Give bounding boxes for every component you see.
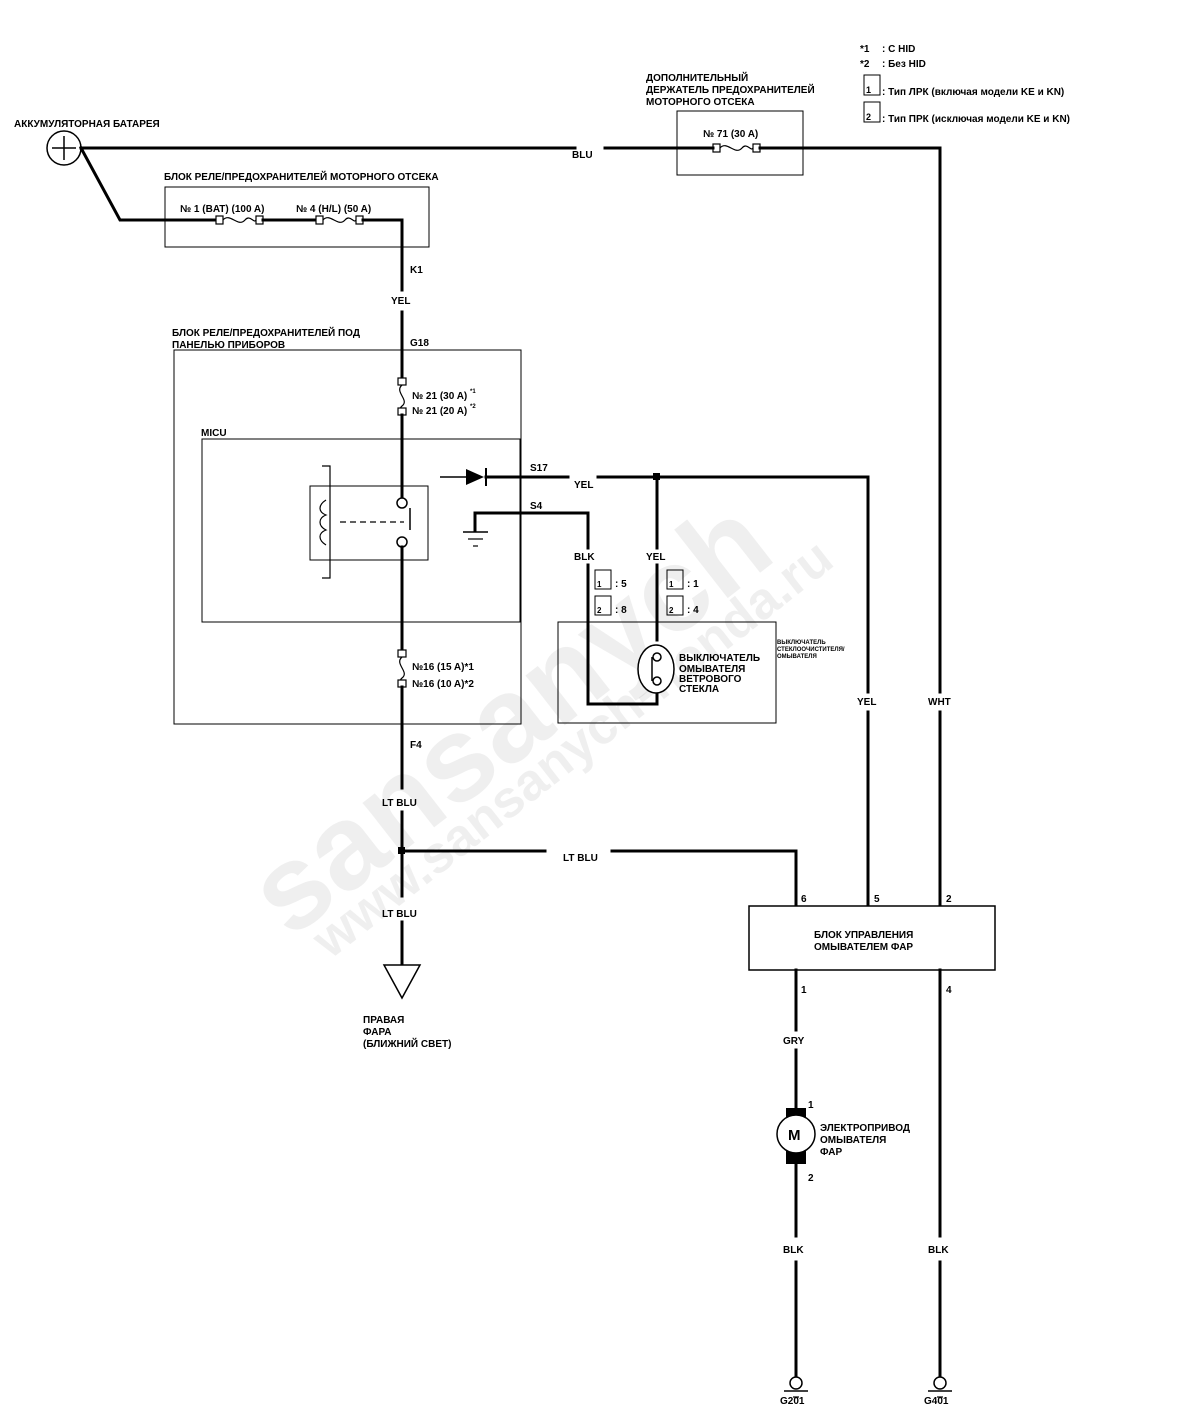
ground-g201-icon (784, 1376, 808, 1398)
switch-label-3: ВЕТРОВОГО (679, 674, 742, 685)
aux-holder-label-2: ДЕРЖАТЕЛЬ ПРЕДОХРАНИТЕЛЕЙ (646, 83, 815, 96)
control-unit-pin2: 2 (946, 894, 952, 905)
dash-fuse-box: БЛОК РЕЛЕ/ПРЕДОХРАНИТЕЛЕЙ ПОД ПАНЕЛЬЮ ПР… (172, 326, 522, 725)
connector-f4: F4 (410, 740, 422, 751)
headlight: ПРАВАЯ ФАРА (БЛИЖНИЙ СВЕТ) (363, 964, 451, 1050)
dash-box-label-2: ПАНЕЛЬЮ ПРИБОРОВ (172, 340, 285, 351)
legend-type1-num: 1 (866, 85, 871, 95)
micu-box (201, 438, 521, 623)
connector-g18: G18 (410, 338, 429, 349)
fuse-16-symbol (397, 649, 407, 688)
underhood-fuse-box: БЛОК РЕЛЕ/ПРЕДОХРАНИТЕЛЕЙ МОТОРНОГО ОТСЕ… (164, 170, 439, 248)
s4-label: S4 (530, 501, 543, 512)
s17-label: S17 (530, 463, 548, 474)
battery-label: АККУМУЛЯТОРНАЯ БАТАРЕЯ (14, 119, 160, 130)
watermark-main: sansanych (224, 473, 795, 961)
legend-note2-mark: *2 (860, 59, 870, 70)
legend-type1-text: : Тип ЛРК (включая модели KE и KN) (882, 87, 1064, 98)
yel-pin1: : 1 (687, 579, 699, 590)
wire-blu: BLU (572, 150, 593, 161)
legend-note1-mark: *1 (860, 44, 870, 55)
diode-icon (440, 468, 487, 486)
fuse-4-symbol (315, 215, 364, 225)
blk-pin2: : 8 (615, 605, 627, 616)
switch-small-1: ВЫКЛЮЧАТЕЛЬ (777, 640, 826, 646)
wire-blk-switch: BLK (574, 552, 595, 563)
switch-label-2: ОМЫВАТЕЛЯ (679, 664, 745, 675)
ground-g401-label: G401 (924, 1396, 949, 1406)
fuse-4-label: № 4 (H/L) (50 A) (296, 204, 371, 215)
yel-pin2: : 4 (687, 605, 699, 616)
headlight-label-2: ФАРА (363, 1027, 392, 1038)
legend-type2-text: : Тип ПРК (исключая модели KE и KN) (882, 114, 1070, 125)
motor-label-1: ЭЛЕКТРОПРИВОД (820, 1123, 910, 1134)
wire-blk-g401: BLK (928, 1245, 949, 1256)
legend-note1-text: : С HID (882, 44, 915, 55)
micu-label: MICU (201, 428, 227, 439)
control-unit-pin5: 5 (874, 894, 880, 905)
control-unit-label-2: ОМЫВАТЕЛЕМ ФАР (814, 942, 913, 953)
blk-pin2-type: 2 (597, 606, 602, 615)
switch-label-4: СТЕКЛА (679, 684, 719, 695)
motor-label-2: ОМЫВАТЕЛЯ (820, 1135, 886, 1146)
wire-wht-right: WHT (928, 697, 951, 708)
legend-note2-text: : Без HID (882, 59, 926, 70)
yel-pin1-type: 1 (669, 580, 674, 589)
dash-box-label-1: БЛОК РЕЛЕ/ПРЕДОХРАНИТЕЛЕЙ ПОД (172, 326, 360, 339)
switch-pin-table: 1 : 5 2 : 8 1 : 1 2 : 4 (594, 569, 699, 616)
blk-pin1-type: 1 (597, 580, 602, 589)
motor-pin2: 2 (808, 1173, 814, 1184)
control-unit-pin6: 6 (801, 894, 807, 905)
yel-pin2-type: 2 (669, 606, 674, 615)
motor-icon: M 1 2 ЭЛЕКТРОПРИВОД ОМЫВАТЕЛЯ ФАР (776, 1100, 910, 1184)
wire-yel-s17: YEL (574, 480, 593, 491)
motor-label-3: ФАР (820, 1147, 843, 1158)
control-unit-pin4: 4 (946, 985, 952, 996)
switch-small-2: СТЕКЛООЧИСТИТЕЛЯ/ (777, 647, 845, 653)
wire-ltblu-2: LT BLU (563, 853, 598, 864)
fuse-1-label: № 1 (BAT) (100 A) (180, 204, 265, 215)
motor-pin1: 1 (808, 1100, 814, 1111)
switch-label-1: ВЫКЛЮЧАТЕЛЬ (679, 653, 760, 664)
legend: *1 : С HID *2 : Без HID 1 : Тип ЛРК (вкл… (860, 44, 1070, 125)
wire-yel-switch: YEL (646, 552, 665, 563)
wire-yel-right: YEL (857, 697, 876, 708)
legend-type2-box (863, 101, 881, 123)
wire-blk-g201: BLK (783, 1245, 804, 1256)
fuse-21a-label: № 21 (30 A) (412, 391, 467, 402)
connector-k1: K1 (410, 265, 423, 276)
headlight-label-1: ПРАВАЯ (363, 1015, 404, 1026)
washer-control-unit: БЛОК УПРАВЛЕНИЯ ОМЫВАТЕЛЕМ ФАР 6 5 2 1 4 (748, 894, 996, 996)
wire-gry: GRY (783, 1036, 805, 1047)
relay (309, 465, 429, 579)
blk-pin1: : 5 (615, 579, 627, 590)
wire-ltblu-3: LT BLU (382, 909, 417, 920)
switch-small-3: ОМЫВАТЕЛЯ (777, 654, 817, 660)
ground-g201-label: G201 (780, 1396, 805, 1406)
wire-yel-k1: YEL (391, 296, 410, 307)
aux-fuse-holder: ДОПОЛНИТЕЛЬНЫЙ ДЕРЖАТЕЛЬ ПРЕДОХРАНИТЕЛЕЙ… (646, 71, 815, 176)
fuse-21-symbol (397, 377, 407, 416)
washer-switch: ВЫКЛЮЧАТЕЛЬ ОМЫВАТЕЛЯ ВЕТРОВОГО СТЕКЛА В… (557, 563, 845, 724)
control-unit-pin1: 1 (801, 985, 807, 996)
fuse-16a-label: №16 (15 A)*1 (412, 662, 474, 673)
fuse-16b-label: №16 (10 A)*2 (412, 679, 474, 690)
ground-icon (463, 511, 590, 550)
ground-g401-icon (928, 1376, 952, 1398)
motor-symbol: M (788, 1127, 801, 1144)
fuse-21b-note: *2 (470, 404, 476, 410)
aux-holder-label-1: ДОПОЛНИТЕЛЬНЫЙ (646, 71, 748, 84)
fuse-21a-note: *1 (470, 389, 476, 395)
legend-type2-num: 2 (866, 112, 871, 122)
headlight-label-3: (БЛИЖНИЙ СВЕТ) (363, 1037, 451, 1050)
control-unit-label-1: БЛОК УПРАВЛЕНИЯ (814, 930, 913, 941)
fuse-71-label: № 71 (30 A) (703, 129, 758, 140)
fuse-21b-label: № 21 (20 A) (412, 406, 467, 417)
underhood-box-label: БЛОК РЕЛЕ/ПРЕДОХРАНИТЕЛЕЙ МОТОРНОГО ОТСЕ… (164, 170, 439, 183)
fuse-1-symbol (215, 215, 264, 225)
aux-holder-label-3: МОТОРНОГО ОТСЕКА (646, 97, 755, 108)
legend-type1-box (863, 74, 881, 96)
wire-ltblu-1: LT BLU (382, 798, 417, 809)
